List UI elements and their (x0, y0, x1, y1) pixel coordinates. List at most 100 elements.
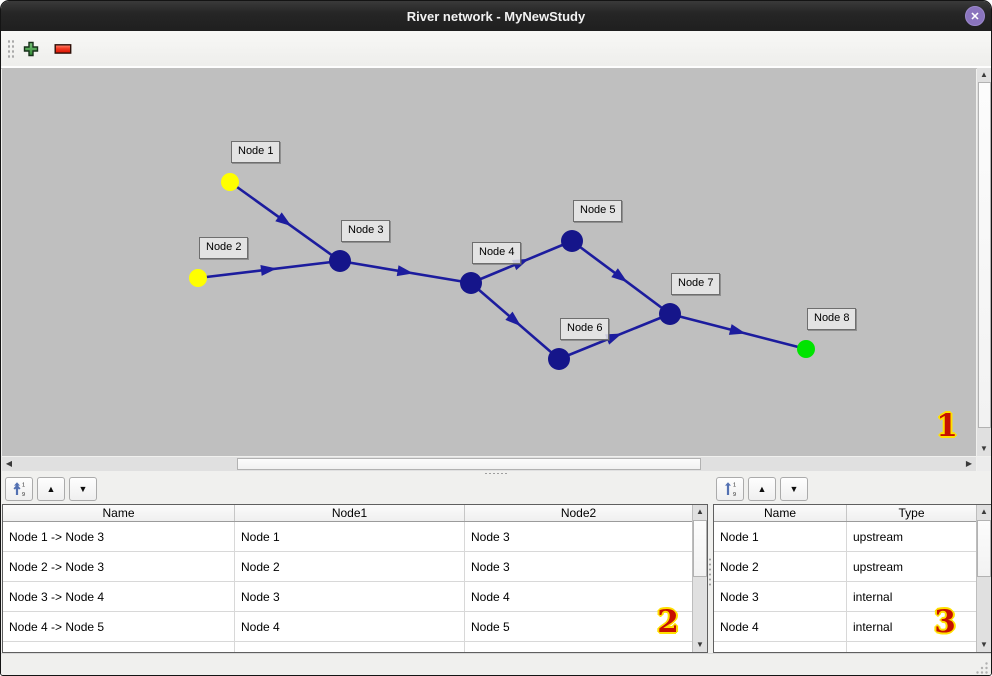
minus-icon (54, 44, 72, 54)
scroll-up-icon[interactable]: ▲ (980, 507, 988, 516)
reach-sort-button[interactable]: 1 9 (5, 477, 33, 501)
horizontal-scroll-thumb[interactable] (237, 458, 701, 470)
resize-grip-icon[interactable] (975, 661, 989, 675)
table-row[interactable]: Node 3 internal (714, 582, 976, 612)
table-cell[interactable]: Node 5 (471, 619, 510, 634)
close-icon: ✕ (970, 10, 980, 23)
status-bar (1, 653, 991, 675)
plus-icon (23, 41, 39, 57)
scroll-up-icon[interactable]: ▲ (980, 70, 988, 79)
node-label[interactable]: Node 7 (671, 273, 721, 295)
node-label[interactable]: Node 5 (573, 200, 623, 222)
reach-move-up-button[interactable]: ▲ (37, 477, 65, 501)
scroll-down-icon[interactable]: ▼ (696, 640, 704, 649)
sort-ascending-icon: 1 9 (724, 482, 736, 497)
network-node[interactable] (797, 340, 815, 358)
network-node[interactable] (548, 348, 570, 370)
vertical-scroll-thumb[interactable] (693, 520, 707, 577)
title-bar[interactable]: River network - MyNewStudy ✕ (1, 1, 991, 31)
horizontal-splitter[interactable] (1, 471, 991, 476)
node-sort-button[interactable]: 1 9 (716, 477, 744, 501)
add-node-button[interactable] (22, 40, 40, 58)
vertical-scroll-thumb[interactable] (977, 520, 991, 577)
table-cell[interactable]: Node 3 (235, 582, 465, 611)
node-move-down-button[interactable]: ▼ (780, 477, 808, 501)
node-label[interactable]: Node 6 (560, 318, 610, 340)
down-triangle-icon: ▼ (789, 483, 799, 494)
network-node[interactable] (189, 269, 207, 287)
column-header[interactable]: Node2 (560, 506, 597, 520)
column-header[interactable]: Type (898, 506, 925, 520)
table-cell[interactable]: Node 3 (471, 529, 510, 544)
table-cell[interactable]: Node 1 (235, 522, 465, 551)
network-node[interactable] (221, 173, 239, 191)
table-cell[interactable]: Node 1 (714, 522, 847, 551)
table-cell[interactable]: Node 1 -> Node 3 (3, 522, 235, 551)
column-header[interactable]: Name (714, 505, 847, 521)
scroll-left-icon[interactable]: ◀ (5, 459, 13, 468)
river-network-canvas[interactable]: Node 1 Node 2 Node 3 Node 4 Node 5 Node 6 Node… (2, 68, 976, 456)
network-node[interactable] (329, 250, 351, 272)
table-cell[interactable]: Node 3 (471, 559, 510, 574)
annotation-step-3: 3 (934, 604, 956, 640)
table-row[interactable]: Node 4 internal (714, 612, 976, 642)
vertical-scroll-thumb[interactable] (978, 82, 991, 428)
node-label[interactable]: Node 4 (472, 242, 522, 264)
network-node[interactable] (561, 230, 583, 252)
svg-text:9: 9 (733, 492, 736, 497)
toolbar-drag-handle[interactable] (7, 39, 16, 60)
empty-cell (847, 642, 976, 652)
table-cell[interactable]: Node 3 (714, 582, 847, 611)
table-cell[interactable]: Node 3 -> Node 4 (3, 582, 235, 611)
empty-cell (235, 642, 465, 652)
column-header[interactable]: Name (3, 505, 235, 521)
table-cell[interactable]: Node 2 (235, 552, 465, 581)
table-vertical-scrollbar[interactable]: ▲▼ (976, 505, 991, 652)
table-row[interactable]: Node 2 upstream (714, 552, 976, 582)
table-cell[interactable]: upstream (853, 559, 904, 574)
node-move-up-button[interactable]: ▲ (748, 477, 776, 501)
remove-node-button[interactable] (54, 40, 72, 58)
table-cell[interactable]: internal (853, 589, 893, 604)
table-cell[interactable]: Node 4 (471, 589, 510, 604)
node-label[interactable]: Node 2 (199, 237, 249, 259)
empty-cell (465, 642, 692, 652)
svg-text:1: 1 (22, 483, 25, 489)
vertical-splitter[interactable] (708, 557, 712, 587)
scroll-right-icon[interactable]: ▶ (965, 459, 973, 468)
table-cell[interactable]: Node 4 -> Node 5 (3, 612, 235, 641)
table-cell[interactable]: internal (853, 619, 893, 634)
table-row[interactable]: Node 1 upstream (714, 522, 976, 552)
scroll-down-icon[interactable]: ▼ (980, 640, 988, 649)
flow-direction-arrow-icon (275, 212, 292, 227)
window-title: River network - MyNewStudy (406, 8, 586, 24)
canvas-vertical-scrollbar[interactable]: ▲ ▼ (977, 68, 991, 456)
column-header[interactable]: Node1 (235, 505, 465, 521)
scroll-down-icon[interactable]: ▼ (980, 444, 988, 453)
table-cell[interactable]: upstream (853, 529, 904, 544)
scroll-up-icon[interactable]: ▲ (696, 507, 704, 516)
table-cell[interactable]: Node 2 (714, 552, 847, 581)
close-button[interactable]: ✕ (965, 6, 985, 26)
svg-text:1: 1 (733, 483, 736, 489)
table-cell[interactable]: Node 4 (714, 612, 847, 641)
flow-direction-arrow-icon (505, 311, 522, 327)
flow-direction-arrow-icon (260, 264, 277, 276)
table-cell[interactable]: Node 4 (235, 612, 465, 641)
network-node[interactable] (460, 272, 482, 294)
node-label[interactable]: Node 3 (341, 220, 391, 242)
flow-direction-arrow-icon (396, 265, 414, 277)
node-label[interactable]: Node 1 (231, 141, 281, 163)
table-cell[interactable]: Node 2 -> Node 3 (3, 552, 235, 581)
network-node[interactable] (659, 303, 681, 325)
reach-move-down-button[interactable]: ▼ (69, 477, 97, 501)
node-label[interactable]: Node 8 (807, 308, 857, 330)
canvas-horizontal-scrollbar[interactable]: ◀ ▶ (2, 457, 976, 471)
table-vertical-scrollbar[interactable]: ▲▼ (692, 505, 707, 652)
